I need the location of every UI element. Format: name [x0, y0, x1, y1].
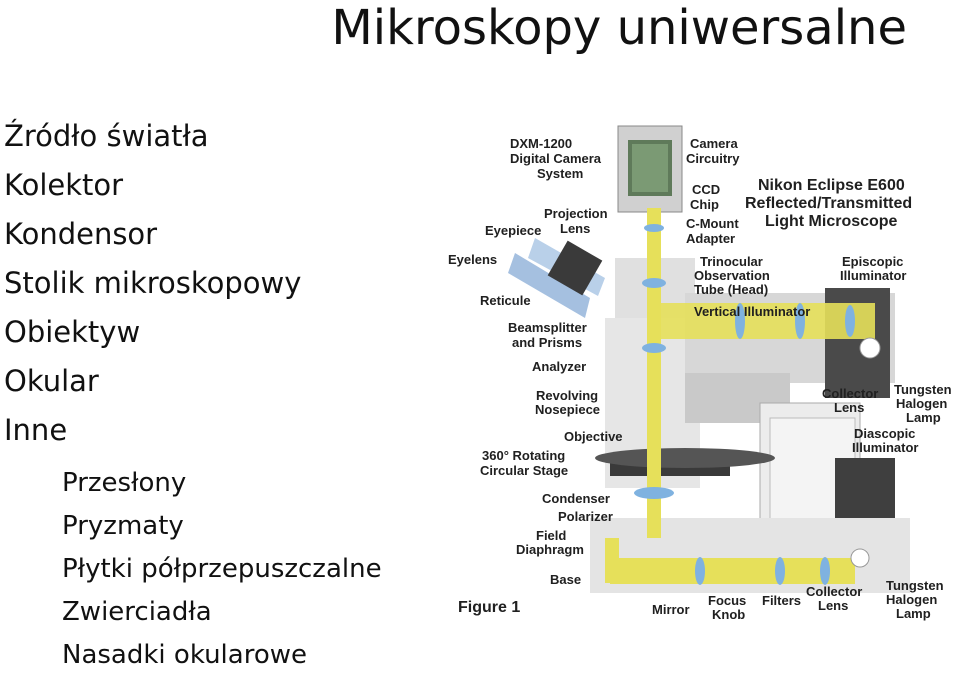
label-focus-line: Knob: [712, 607, 745, 622]
label-collector-bottom-line: Lens: [818, 598, 848, 613]
label-stage-line: Circular Stage: [480, 463, 568, 478]
sub-bullet-item: Pryzmaty: [62, 505, 382, 548]
figure-title-line: Nikon Eclipse E600: [758, 177, 905, 194]
bullet-item: Kondensor: [4, 210, 301, 259]
label-stage-line: 360° Rotating: [482, 448, 565, 463]
label-revolving-line: Revolving: [536, 388, 598, 403]
label-projection-line: Lens: [560, 221, 590, 236]
label-camera-line: Camera: [690, 136, 738, 151]
label-condenser: Condenser: [542, 491, 610, 506]
label-eyelens: Eyelens: [448, 252, 497, 267]
label-tungsten-bottom-line: Lamp: [896, 606, 931, 621]
label-collector-bottom-line: Collector: [806, 584, 862, 599]
bullet-item: Źródło światła: [4, 112, 301, 161]
label-trinocular-line: Tube (Head): [694, 282, 768, 297]
label-tungsten-bottom-line: Tungsten: [886, 578, 944, 593]
label-objective: Objective: [564, 429, 623, 444]
label-vertical-illuminator: Vertical Illuminator: [694, 304, 810, 319]
label-filters: Filters: [762, 593, 801, 608]
label-camera-line: Circuitry: [686, 151, 740, 166]
label-beamsplitter-line: and Prisms: [512, 335, 582, 350]
label-dxm-line: System: [537, 166, 583, 181]
label-reticule: Reticule: [480, 293, 531, 308]
label-mirror: Mirror: [652, 602, 690, 617]
label-diascopic-line: Diascopic: [854, 426, 915, 441]
label-dxm-line: Digital Camera: [510, 151, 602, 166]
label-collector-top-line: Lens: [834, 400, 864, 415]
label-field-line: Field: [536, 528, 566, 543]
bullet-item: Kolektor: [4, 161, 301, 210]
label-beamsplitter-line: Beamsplitter: [508, 320, 587, 335]
label-focus-line: Focus: [708, 593, 746, 608]
sub-bullet-item: Zwierciadła: [62, 591, 382, 634]
label-episcopic-line: Episcopic: [842, 254, 903, 269]
label-diascopic-line: Illuminator: [852, 440, 918, 455]
bullet-list: Źródło światła Kolektor Kondensor Stolik…: [4, 112, 301, 455]
bullet-item: Okular: [4, 357, 301, 406]
label-projection-line: Projection: [544, 206, 608, 221]
bullet-item: Inne: [4, 406, 301, 455]
bullet-item: Stolik mikroskopowy: [4, 259, 301, 308]
label-eyepiece: Eyepiece: [485, 223, 541, 238]
label-tungsten-top-line: Tungsten: [894, 382, 952, 397]
sub-bullet-item: Płytki półprzepuszczalne: [62, 548, 382, 591]
label-trinocular-line: Observation: [694, 268, 770, 283]
label-analyzer: Analyzer: [532, 359, 586, 374]
label-base: Base: [550, 572, 581, 587]
sub-bullet-list: Przesłony Pryzmaty Płytki półprzepuszcza…: [62, 462, 382, 677]
label-field-line: Diaphragm: [516, 542, 584, 557]
label-dxm-line: DXM-1200: [510, 136, 572, 151]
sub-bullet-item: Nasadki okularowe: [62, 634, 382, 677]
figure-title-line: Reflected/Transmitted: [745, 195, 912, 212]
label-polarizer: Polarizer: [558, 509, 613, 524]
slide-title: Mikroskopy uniwersalne: [331, 0, 907, 56]
label-ccd-line: CCD: [692, 182, 720, 197]
label-collector-top-line: Collector: [822, 386, 878, 401]
label-trinocular-line: Trinocular: [700, 254, 763, 269]
label-ccd-line: Chip: [690, 197, 719, 212]
label-tungsten-top-line: Halogen: [896, 396, 947, 411]
label-episcopic-line: Illuminator: [840, 268, 906, 283]
figure-caption: Figure 1: [458, 599, 520, 616]
label-tungsten-bottom-line: Halogen: [886, 592, 937, 607]
label-revolving-line: Nosepiece: [535, 402, 600, 417]
figure-title-line: Light Microscope: [765, 213, 898, 230]
camera-illustration: [618, 126, 682, 212]
sub-bullet-item: Przesłony: [62, 462, 382, 505]
bullet-item: Obiektyw: [4, 308, 301, 357]
label-tungsten-top-line: Lamp: [906, 410, 941, 425]
label-cmount-line: Adapter: [686, 231, 735, 246]
label-cmount-line: C-Mount: [686, 216, 739, 231]
